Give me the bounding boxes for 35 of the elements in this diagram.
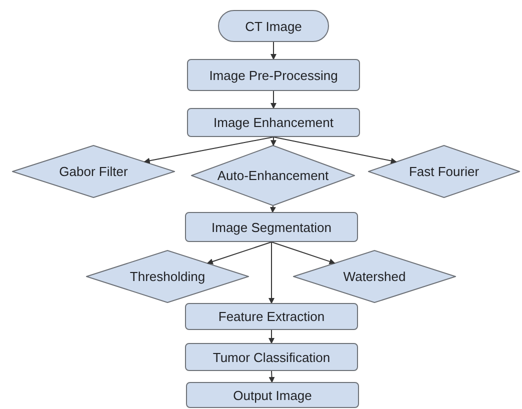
- node-label: Thresholding: [130, 269, 206, 284]
- arrow: [270, 90, 276, 109]
- process-box: [186, 382, 359, 408]
- process-box: [185, 303, 358, 330]
- arrow: [273, 136, 397, 164]
- decision-diamond: [191, 145, 355, 206]
- start-terminal: [218, 10, 329, 42]
- decision-diamond: [293, 250, 456, 303]
- node-label: Image Pre-Processing: [209, 68, 338, 82]
- node-label: CT Image: [245, 18, 302, 34]
- node-label: Feature Extraction: [218, 309, 325, 324]
- node-label: Fast Fourier: [408, 164, 480, 179]
- decision-diamond: [12, 145, 175, 198]
- node-label: Auto-Enhancement: [217, 168, 329, 183]
- node-label: Tumor Classification: [212, 350, 330, 364]
- arrow: [268, 370, 275, 383]
- arrow: [270, 206, 276, 213]
- process-box: [187, 108, 360, 137]
- arrow: [268, 242, 274, 304]
- arrow: [270, 42, 276, 60]
- node-label: Image Enhancement: [214, 115, 334, 130]
- process-box: [185, 343, 358, 371]
- decision-diamond: [86, 250, 249, 303]
- node-label: Gabor Filter: [59, 164, 128, 179]
- decision-diamond: [368, 145, 520, 198]
- process-box: [187, 59, 360, 91]
- process-box: [185, 212, 358, 242]
- node-label: Image Segmentation: [212, 220, 332, 234]
- arrow: [268, 330, 274, 344]
- arrow: [206, 242, 272, 264]
- node-label: Watershed: [343, 269, 406, 284]
- arrow: [144, 136, 274, 164]
- arrow: [271, 242, 336, 264]
- node-label: Output Image: [233, 388, 312, 402]
- arrow: [270, 136, 276, 146]
